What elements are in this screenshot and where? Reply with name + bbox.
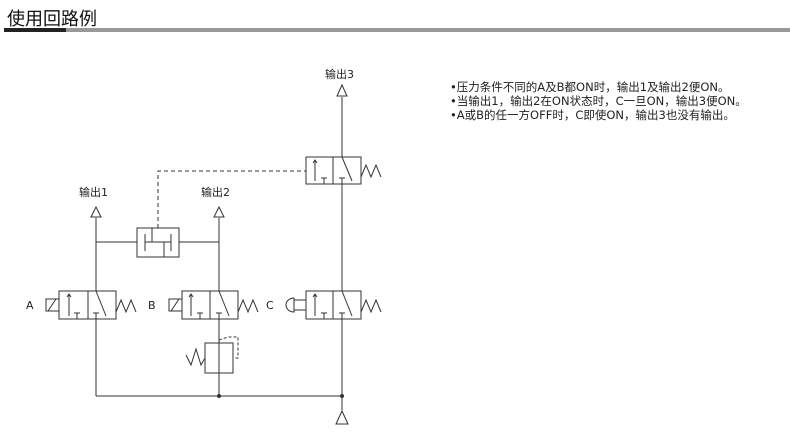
shuttle-valve-icon	[136, 227, 180, 258]
title-underline	[66, 28, 790, 32]
exhaust-triangles	[90, 83, 349, 425]
label-output2: 输出2	[201, 185, 230, 199]
regulator-icon	[185, 336, 239, 374]
note-item: •A或B的任一方OFF时，C即使ON，输出3也没有输出。	[450, 108, 735, 122]
valve-a-icon	[45, 290, 137, 320]
label-a: A	[26, 299, 34, 312]
notes-list: •压力条件不同的A及B都ON时，输出1及输出2便ON。 •当输出1，输出2在ON…	[450, 80, 750, 122]
valve-c-icon	[285, 290, 382, 320]
note-item: •压力条件不同的A及B都ON时，输出1及输出2便ON。	[450, 80, 730, 94]
section-title: 使用回路例	[7, 9, 97, 30]
label-c: C	[266, 299, 274, 312]
valve-top-icon	[305, 156, 382, 185]
label-b: B	[148, 299, 156, 312]
valve-b-icon	[168, 290, 259, 320]
label-output1: 输出1	[79, 185, 108, 199]
title-underline-accent	[4, 28, 66, 32]
note-item: •当输出1，输出2在ON状态时，C一旦ON，输出3便ON。	[450, 94, 747, 108]
label-output3: 输出3	[325, 67, 354, 81]
pipes	[95, 97, 344, 410]
